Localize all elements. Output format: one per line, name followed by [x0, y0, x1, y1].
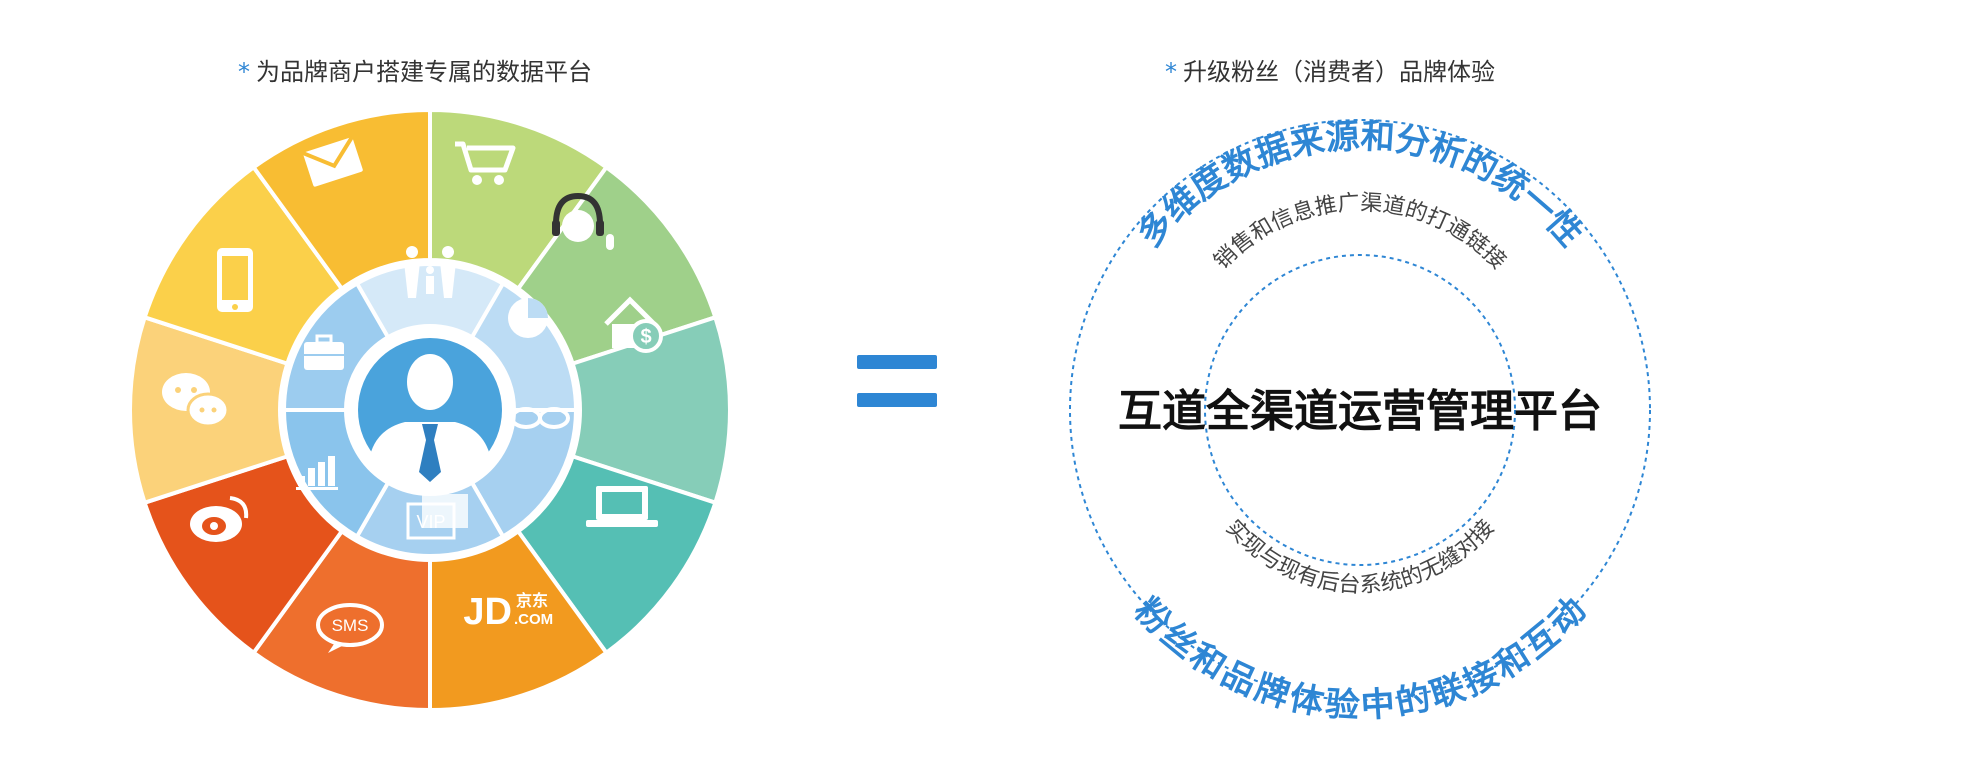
outer-dashed-ring: [1069, 119, 1651, 701]
svg-text:$: $: [640, 326, 651, 348]
wheel-icons: $ JD 京东 .COM SMS: [162, 135, 663, 653]
svg-text:粉丝和品牌体验中的联接和互动: 粉丝和品牌体验中的联接和互动: [1126, 590, 1594, 720]
bar-chart-icon: [296, 456, 338, 490]
jd-logo-icon: JD 京东 .COM: [463, 591, 553, 633]
briefcase-icon: [304, 334, 344, 370]
equals-bar-top: [857, 355, 937, 369]
inner-dashed-ring: [1204, 254, 1516, 566]
businessman-avatar-icon: [358, 338, 502, 484]
headset-agent-icon: [552, 192, 614, 250]
vip-card-icon: VIP: [406, 494, 468, 540]
right-caption: *升级粉丝（消费者）品牌体验: [1165, 52, 1495, 87]
house-dollar-icon: $: [604, 296, 663, 353]
outer-segment-envelope: [250, 107, 432, 292]
jd-logo-domain: .COM: [514, 611, 553, 628]
svg-text:多维度数据来源和分析的统一性: 多维度数据来源和分析的统一性: [1130, 117, 1590, 255]
outer-ring: [128, 107, 732, 713]
outer-top-text: 多维度数据来源和分析的统一性: [1130, 117, 1590, 255]
inner-bottom-text: 实现与现有后台系统的无缝对接: [1221, 515, 1500, 598]
left-caption-star: *: [238, 58, 250, 86]
equals-bar-bottom: [857, 393, 937, 407]
left-caption: *为品牌商户搭建专属的数据平台: [238, 52, 592, 87]
right-caption-star: *: [1165, 58, 1177, 86]
inner-top-text: 销售和信息推广渠道的打通链接: [1209, 191, 1510, 275]
mobile-cart-icon: [217, 248, 253, 312]
family-icon: [404, 246, 456, 298]
right-caption-text: 升级粉丝（消费者）品牌体验: [1183, 58, 1495, 86]
platform-rings: 多维度数据来源和分析的统一性 销售和信息推广渠道的打通链接 互道全渠道运营管理平…: [1069, 117, 1651, 720]
wechat-icon: [162, 373, 230, 428]
sms-bubble-icon: SMS: [316, 603, 384, 653]
shopping-cart-icon: [455, 141, 516, 185]
envelope-icon: [301, 135, 363, 187]
glasses-icon: [510, 407, 570, 429]
vip-label: VIP: [416, 512, 445, 532]
svg-text:销售和信息推广渠道的打通链接: 销售和信息推广渠道的打通链接: [1209, 191, 1510, 275]
outer-bottom-text: 粉丝和品牌体验中的联接和互动: [1126, 590, 1594, 720]
channel-wheel: $ JD 京东 .COM SMS: [128, 107, 732, 713]
left-caption-text: 为品牌商户搭建专属的数据平台: [256, 58, 592, 86]
pie-chart-icon: [508, 298, 548, 338]
svg-text:实现与现有后台系统的无缝对接: 实现与现有后台系统的无缝对接: [1221, 515, 1500, 598]
weibo-icon: [190, 496, 249, 542]
center-title: 互道全渠道运营管理平台: [1118, 386, 1602, 437]
jd-logo-letters: JD: [463, 591, 512, 633]
sms-label: SMS: [332, 616, 369, 635]
laptop-cart-icon: [586, 486, 658, 527]
jd-logo-chinese: 京东: [516, 591, 548, 610]
equals-sign: =: [857, 355, 937, 415]
